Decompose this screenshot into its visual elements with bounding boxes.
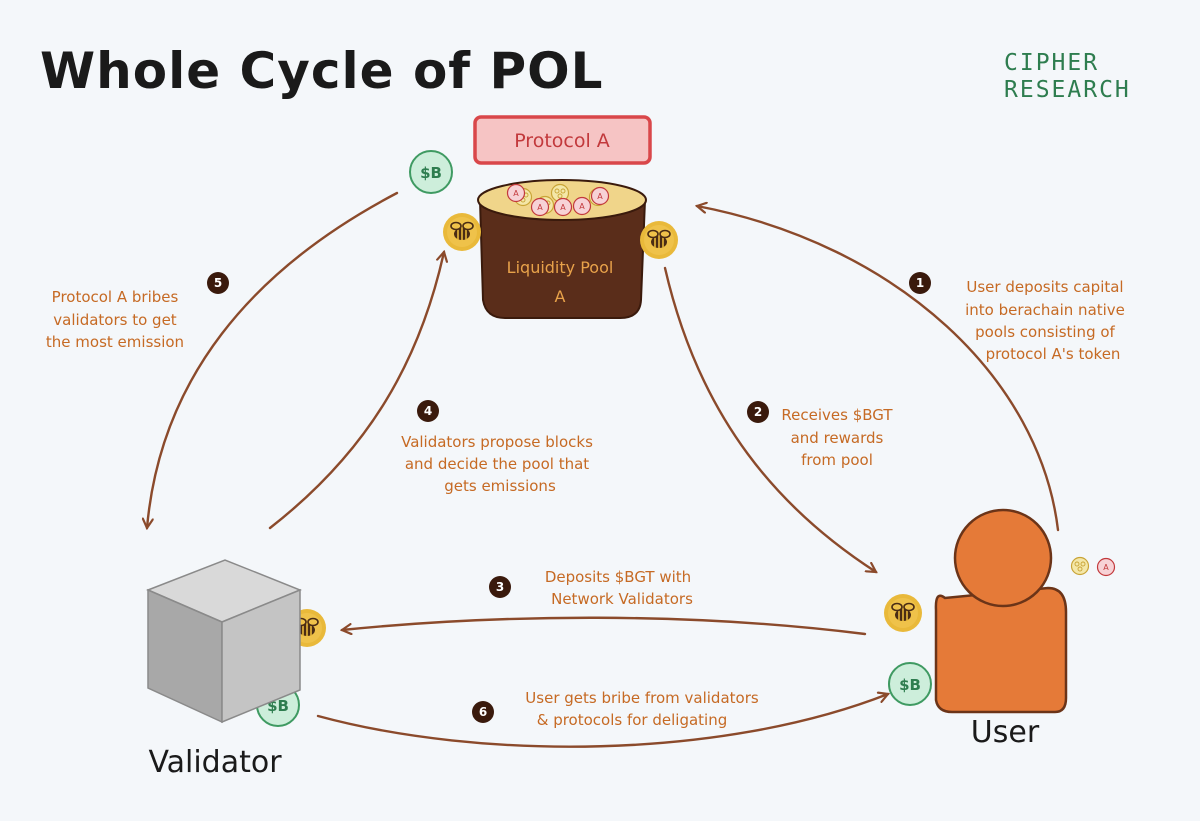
step-1-text-line-3: pools consisting of (975, 323, 1115, 341)
bribe-coin-icon (409, 150, 453, 194)
step-3-text-line-1: Deposits $BGT with (545, 568, 691, 586)
step-6-text-line-1: User gets bribe from validators (525, 689, 759, 707)
step-1-text-line-1: User deposits capital (966, 278, 1123, 296)
pool-token-a-label: A (513, 189, 519, 198)
bee-coin-icon (883, 593, 923, 633)
brand-line-1: CIPHER (1004, 50, 1099, 76)
arrow-protocol-to-validator (147, 191, 399, 528)
token-a-label: A (1103, 563, 1109, 572)
bee-coin-icon (639, 220, 679, 260)
step-1-text-line-2: into berachain native (965, 301, 1125, 319)
bee-coin-icon (442, 212, 482, 252)
pool-token-a-label: A (537, 203, 543, 212)
brand-line-2: RESEARCH (1004, 77, 1131, 103)
step-4-text-line-3: gets emissions (444, 477, 556, 495)
pool-token-a-label: A (560, 203, 566, 212)
step-6-number: 6 (479, 705, 487, 719)
validator-cube-icon (146, 559, 302, 724)
page-title: Whole Cycle of POL (40, 42, 603, 100)
step-1-number: 1 (916, 276, 924, 290)
step-2-number: 2 (754, 405, 762, 419)
user-figure-icon (934, 508, 1068, 714)
step-5-text-line-2: validators to get (53, 311, 177, 329)
arrow-user-to-validator (342, 616, 867, 636)
step-5-number: 5 (214, 276, 222, 290)
pool-label-line-1: Liquidity Pool (507, 258, 614, 277)
arrow-user-to-pool (697, 206, 1060, 532)
pool-token-a-label: A (579, 202, 585, 211)
step-2-text-line-1: Receives $BGT (781, 406, 893, 424)
step-3-number: 3 (496, 580, 504, 594)
validator-label: Validator (148, 745, 282, 780)
step-5-badge (207, 272, 229, 294)
step-2-text-line-3: from pool (801, 451, 873, 469)
step-2-text-line-2: and rewards (791, 429, 884, 447)
step-2-badge (747, 401, 769, 423)
step-3-badge (489, 576, 511, 598)
bribe-coin-icon (888, 662, 932, 706)
step-3-text-line-2: Network Validators (551, 590, 693, 608)
user-label: User (971, 715, 1040, 750)
pool-token-a-label: A (597, 192, 603, 201)
protocol-a-box (473, 115, 652, 165)
protocol-a-label: Protocol A (514, 130, 610, 152)
liquidity-pool-icon (477, 179, 647, 319)
step-1-badge (909, 272, 931, 294)
bribe-coin-label: $B (899, 676, 921, 694)
bribe-coin-label: $B (420, 164, 442, 182)
step-6-badge (472, 701, 494, 723)
step-5-text-line-1: Protocol A bribes (52, 288, 179, 306)
arrow-bribe-to-user (316, 694, 888, 748)
pool-label-line-2: A (555, 287, 566, 306)
step-4-text-line-2: and decide the pool that (405, 455, 589, 473)
step-6-text-line-2: & protocols for deligating (537, 711, 728, 729)
honeycomb-token-icon (1070, 556, 1090, 576)
step-1-text-line-4: protocol A's token (986, 345, 1121, 363)
arrow-validator-to-pool (268, 252, 444, 530)
arrow-pool-to-user (663, 266, 876, 572)
step-4-badge (417, 400, 439, 422)
step-4-number: 4 (424, 404, 432, 418)
step-5-text-line-3: the most emission (46, 333, 184, 351)
step-4-text-line-1: Validators propose blocks (401, 433, 593, 451)
